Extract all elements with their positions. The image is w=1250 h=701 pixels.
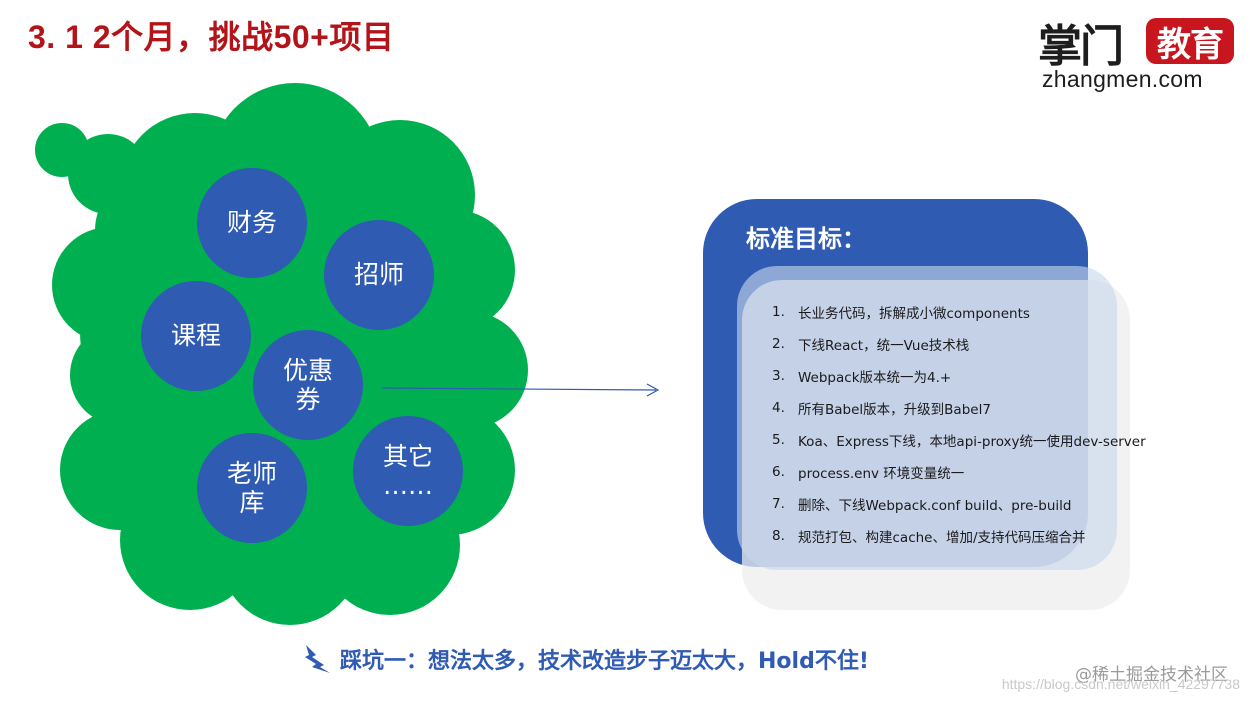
- goal-item: 2.下线React，统一Vue技术栈: [772, 336, 970, 354]
- goal-item: 1.长业务代码，拆解成小微components: [772, 304, 1030, 322]
- zhangmen-logo: 掌门 教育 zhangmen.com: [1038, 10, 1238, 92]
- watermark: @稀土掘金技术社区: [1075, 665, 1228, 685]
- bubble-finance: 财务: [197, 168, 307, 278]
- goal-item: 3.Webpack版本统一为4.+: [772, 368, 952, 386]
- bottom-callout: 踩坑一：想法太多，技术改造步子迈太大，Hold不住!: [302, 643, 869, 675]
- logo-badge: 教育: [1146, 18, 1234, 65]
- bottom-callout-text: 踩坑一：想法太多，技术改造步子迈太大，Hold不住!: [340, 649, 869, 674]
- goals-panel-front: [737, 266, 1117, 570]
- connector-arrow: [381, 383, 660, 397]
- bubble-coupons: 优惠 券: [253, 330, 363, 440]
- bubble-others: 其它 ……: [353, 416, 463, 526]
- watermark-url: https://blog.csdn.net/weixin_42297738: [1001, 676, 1240, 692]
- bubble-courses: 课程: [141, 281, 251, 391]
- slide-title: 3. 1 2个月，挑战50+项目: [28, 19, 395, 55]
- logo-brand: 掌门: [1038, 21, 1124, 72]
- goals-list: 1.长业务代码，拆解成小微components 2.下线React，统一Vue技…: [772, 296, 1146, 552]
- goal-item: 4.所有Babel版本，升级到Babel7: [772, 400, 991, 418]
- goal-item: 6.process.env 环境变量统一: [772, 464, 965, 482]
- goals-panel-title: 标准目标：: [746, 225, 866, 253]
- lightning-icon: [305, 645, 330, 673]
- goal-item: 7.删除、下线Webpack.conf build、pre-build: [772, 496, 1072, 514]
- goal-item: 8.规范打包、构建cache、增加/支持代码压缩合并: [772, 528, 1086, 546]
- bubble-teacher-library: 老师 库: [197, 433, 307, 543]
- goal-item: 5.Koa、Express下线，本地api-proxy统一使用dev-serve…: [772, 432, 1146, 450]
- bubble-recruiting: 招师: [324, 220, 434, 330]
- logo-domain: zhangmen.com: [1042, 66, 1203, 92]
